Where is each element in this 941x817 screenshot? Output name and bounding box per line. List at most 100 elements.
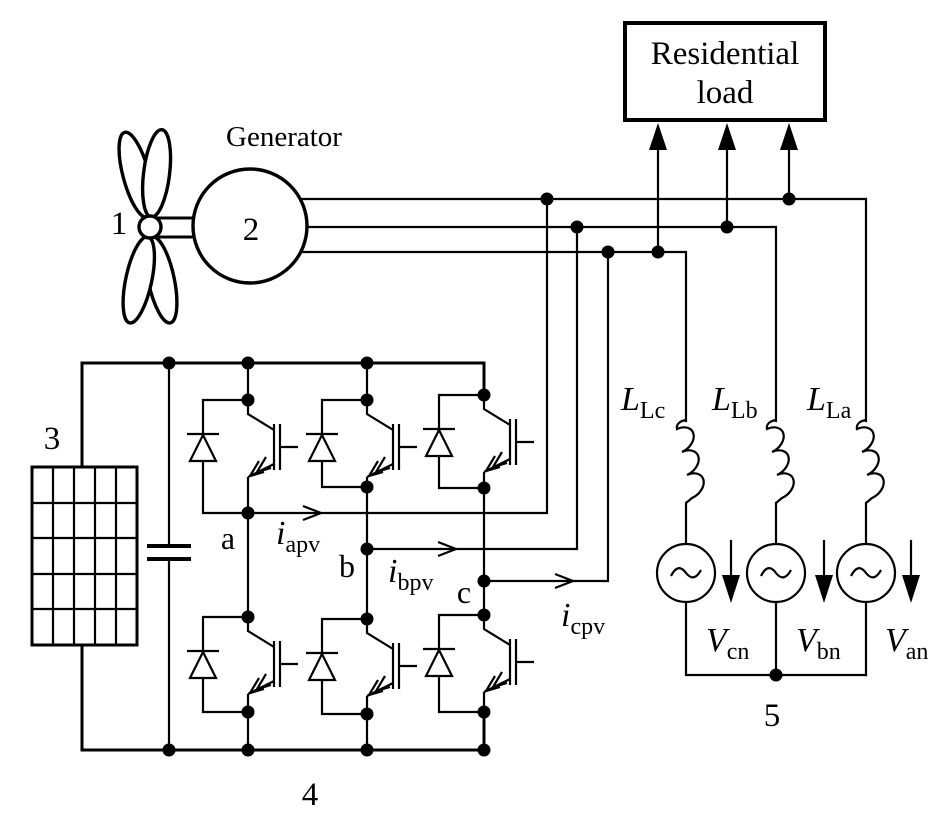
residential-load-label-line1: Residential xyxy=(651,36,799,72)
current-label-icpv: icpv xyxy=(561,597,605,640)
wire-phase-a-bus xyxy=(250,197,868,423)
sine-icon xyxy=(850,567,882,579)
generator: Generator 2 1 xyxy=(111,121,342,285)
inductor-label-llb: LLb xyxy=(711,381,758,424)
current-arrow-icon-c xyxy=(554,572,577,590)
ac-source-van xyxy=(835,542,897,604)
voltage-arrow-icon xyxy=(722,575,740,603)
ac-source-vcn xyxy=(655,542,717,604)
voltage-arrow-icon xyxy=(902,575,920,603)
inductor-icon-llb xyxy=(765,418,795,504)
wire-inverter-out-b xyxy=(365,225,579,551)
load-arrow-icon xyxy=(780,123,798,150)
igbt-diode-cell-b-bottom xyxy=(306,617,417,716)
voltage-arrows xyxy=(722,539,920,603)
junction-dot xyxy=(360,707,374,721)
residential-load: Residential load xyxy=(623,21,827,150)
junction-dot xyxy=(360,356,374,370)
turbine-number: 1 xyxy=(111,206,128,242)
inverter: 4 xyxy=(187,393,534,813)
junction-dot xyxy=(360,743,374,757)
wire-inverter-out-c xyxy=(482,250,610,583)
pv-array: 3 xyxy=(30,421,139,647)
igbt-icon xyxy=(246,617,298,712)
junction-dot xyxy=(360,542,374,556)
generator-circle-icon xyxy=(191,167,309,285)
igbt-icon xyxy=(365,400,417,487)
junction-dot xyxy=(477,743,491,757)
junction-dot xyxy=(241,356,255,370)
inductor-label-lla: LLa xyxy=(806,381,852,424)
phase-label-b: b xyxy=(339,548,355,584)
junction-dot xyxy=(360,612,374,626)
generator-number: 2 xyxy=(243,212,260,248)
diode-icon xyxy=(424,427,454,458)
current-arrow-icon-a xyxy=(302,504,325,522)
diode-icon xyxy=(307,651,337,682)
grid-number: 5 xyxy=(764,698,781,734)
igbt-emitter-arrow-icon xyxy=(483,671,508,693)
residential-load-label-line2: load xyxy=(697,75,754,111)
diode-icon xyxy=(188,649,218,680)
wire-phase-b-bus xyxy=(250,225,778,423)
junction-dot xyxy=(241,393,255,407)
phase-label-a: a xyxy=(221,520,235,556)
igbt-icon xyxy=(482,395,534,488)
junction-dot xyxy=(477,481,491,495)
inductor-icon-lla xyxy=(855,418,885,504)
junction-dot xyxy=(540,192,554,206)
sine-icon xyxy=(670,567,702,579)
igbt-emitter-arrow-icon xyxy=(247,456,272,478)
junction-dot xyxy=(477,388,491,402)
wire-phase-c-bus xyxy=(250,250,688,423)
source-label-van: Van xyxy=(885,622,928,665)
wire-inverter-out-a xyxy=(246,197,549,515)
load-arrow-icon xyxy=(718,123,736,150)
igbt-icon xyxy=(482,615,534,712)
diode-icon xyxy=(424,647,454,678)
sine-icon xyxy=(760,567,792,579)
diode-icon xyxy=(307,432,337,463)
igbt-emitter-arrow-icon xyxy=(366,675,391,697)
wire-dc-rail-bottom xyxy=(80,643,486,752)
igbt-icon xyxy=(365,619,417,714)
diode-branch xyxy=(187,398,248,515)
wire-dc-rail-top xyxy=(80,361,486,469)
inverter-number: 4 xyxy=(302,777,319,813)
junction-dots xyxy=(162,192,796,757)
junction-dot xyxy=(720,220,734,234)
junction-dot xyxy=(651,245,665,259)
junction-dot xyxy=(241,610,255,624)
inductor-label-llc: LLc xyxy=(620,381,665,424)
junction-dot xyxy=(241,506,255,520)
igbt-emitter-arrow-icon xyxy=(247,673,272,695)
igbt-diode-cell-b-top xyxy=(306,398,417,489)
source-label-vcn: Vcn xyxy=(706,622,749,665)
junction-dot xyxy=(162,356,176,370)
turbine-blade-icon xyxy=(140,128,173,219)
load-arrow-icon xyxy=(649,123,667,150)
residential-load-box xyxy=(623,21,827,122)
pv-number: 3 xyxy=(44,421,61,457)
junction-dot xyxy=(477,574,491,588)
current-arrow-icon-b xyxy=(437,540,460,558)
wind-turbine xyxy=(117,128,212,325)
phase-label-c: c xyxy=(457,574,471,610)
wire-grid-branch-c xyxy=(684,501,868,677)
junction-dot xyxy=(360,393,374,407)
grid-branches: LLc LLb LLa Vcn Vbn Van 5 xyxy=(620,381,928,734)
junction-dot xyxy=(782,192,796,206)
junction-dot xyxy=(162,743,176,757)
junction-dot xyxy=(769,668,783,682)
diode-icon xyxy=(188,432,218,463)
ac-source-vbn xyxy=(745,542,807,604)
igbt-diode-cell-c-bottom xyxy=(423,613,534,714)
dc-link-capacitor xyxy=(147,544,191,561)
igbt-icon xyxy=(246,400,298,513)
inductor-icon-llc xyxy=(675,418,705,504)
junction-dot xyxy=(360,480,374,494)
generator-title: Generator xyxy=(226,121,342,153)
pv-panel-grid xyxy=(32,467,137,645)
